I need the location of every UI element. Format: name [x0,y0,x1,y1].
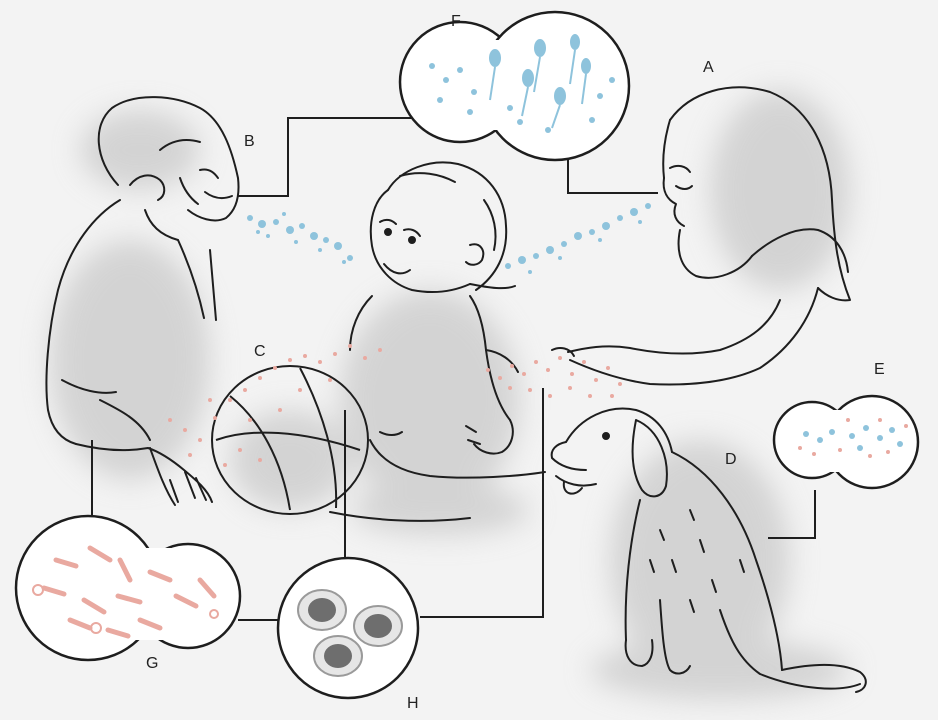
magnifier-g [16,516,240,660]
label-d: D [725,451,737,468]
label-c: C [254,343,266,360]
label-a: A [703,59,714,76]
droplet-stream-b [247,212,353,264]
label-e: E [874,361,885,378]
magnifier-e [774,396,918,488]
label-b: B [244,133,255,150]
label-g: G [146,655,158,672]
droplet-stream-a [505,203,651,274]
label-f: F [451,13,461,30]
magnifier-h [278,558,418,698]
magnifier-f [400,12,629,160]
label-h: H [407,695,419,712]
